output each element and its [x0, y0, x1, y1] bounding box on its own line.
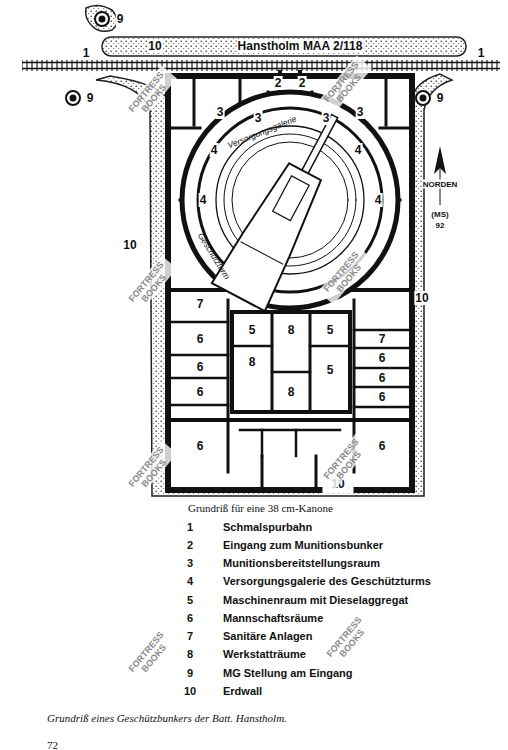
watermark: FORTRESS BOOKS — [123, 256, 177, 315]
callout-number: 10 — [414, 291, 429, 305]
turret-label: Geschützturm — [195, 230, 233, 282]
callout-number: 1 — [82, 46, 91, 60]
legend-number: 1 — [186, 521, 194, 533]
callout-number: 3 — [254, 111, 263, 125]
legend-number: 2 — [186, 539, 194, 551]
callout-number: 3 — [322, 111, 331, 125]
callout-number: 8 — [248, 355, 257, 369]
callout-number: 4 — [354, 143, 363, 157]
callout-number: 9 — [436, 91, 445, 105]
callout-number: 8 — [287, 385, 296, 399]
legend-number: 3 — [186, 557, 194, 569]
legend-text: Mannschaftsräume — [222, 612, 324, 624]
callout-number: 1 — [477, 46, 486, 60]
callout-number: 6 — [378, 351, 387, 365]
callout-number: 6 — [196, 385, 205, 399]
bunker-walls — [168, 72, 412, 490]
callout-number: 2 — [274, 76, 283, 90]
callout-number: 6 — [378, 371, 387, 385]
battery-plate: Hanstholm MAA 2/118 — [237, 39, 364, 53]
watermark: FORTRESS BOOKS — [123, 441, 177, 500]
callout-number: 9 — [116, 12, 125, 26]
map-ref: 92 — [435, 221, 446, 230]
legend-text: Werkstatträume — [222, 648, 307, 660]
legend-text: MG Stellung am Eingang — [222, 667, 354, 679]
callout-number: 6 — [378, 390, 387, 404]
callout-number: 3 — [356, 105, 365, 119]
figure-caption: Grundriß eines Geschützbunkers der Batt.… — [46, 712, 288, 724]
narrow-gauge-rail — [22, 60, 500, 71]
legend-number: 6 — [186, 612, 194, 624]
callout-number: 4 — [374, 193, 383, 207]
legend-text: Maschinenraum mit Dieselaggregat — [222, 594, 409, 606]
watermark: FORTRESS BOOKS — [123, 626, 177, 685]
legend-number: 10 — [183, 685, 197, 697]
callout-number: 4 — [210, 143, 219, 157]
callout-number: 7 — [378, 332, 387, 346]
legend-number: 4 — [186, 575, 194, 587]
callout-number: 10 — [122, 238, 137, 252]
north-arrow — [434, 146, 446, 205]
legend-text: Munitionsbereitstellungsraum — [222, 557, 381, 569]
callout-number: 5 — [248, 323, 257, 337]
earth-wall — [86, 5, 466, 496]
callout-number: 6 — [196, 439, 205, 453]
callout-number: 8 — [287, 323, 296, 337]
callout-number: 6 — [378, 439, 387, 453]
legend-number: 5 — [186, 594, 194, 606]
legend-number: 8 — [186, 648, 194, 660]
watermark: FORTRESS BOOKS — [321, 611, 375, 670]
legend-number: 7 — [186, 630, 194, 642]
legend-text: Sanitäre Anlagen — [222, 630, 313, 642]
figure-heading: Grundriß für eine 38 cm-Kanone — [187, 502, 334, 514]
callout-number: 5 — [326, 363, 335, 377]
callout-number: 10 — [147, 39, 162, 53]
page-number: 72 — [46, 739, 59, 750]
legend-text: Eingang zum Munitionsbunker — [222, 539, 384, 551]
callout-number: 9 — [86, 91, 95, 105]
watermark: FORTRESS BOOKS — [318, 246, 372, 305]
callout-number: 7 — [196, 297, 205, 311]
callout-number: 6 — [196, 360, 205, 374]
legend-number: 9 — [186, 667, 194, 679]
watermark: FORTRESS BOOKS — [123, 66, 177, 125]
callout-number: 2 — [298, 76, 307, 90]
legend-text: Versorgungsgalerie des Geschützturms — [222, 575, 432, 587]
north-label: NORDEN — [422, 180, 459, 189]
legend-text: Schmalspurbahn — [222, 521, 313, 533]
legend-text: Erdwall — [222, 685, 263, 697]
callout-number: 4 — [199, 193, 208, 207]
map-ref: (MS) — [430, 210, 449, 219]
callout-number: 3 — [216, 105, 225, 119]
callout-number: 6 — [196, 332, 205, 346]
callout-number: 5 — [326, 323, 335, 337]
